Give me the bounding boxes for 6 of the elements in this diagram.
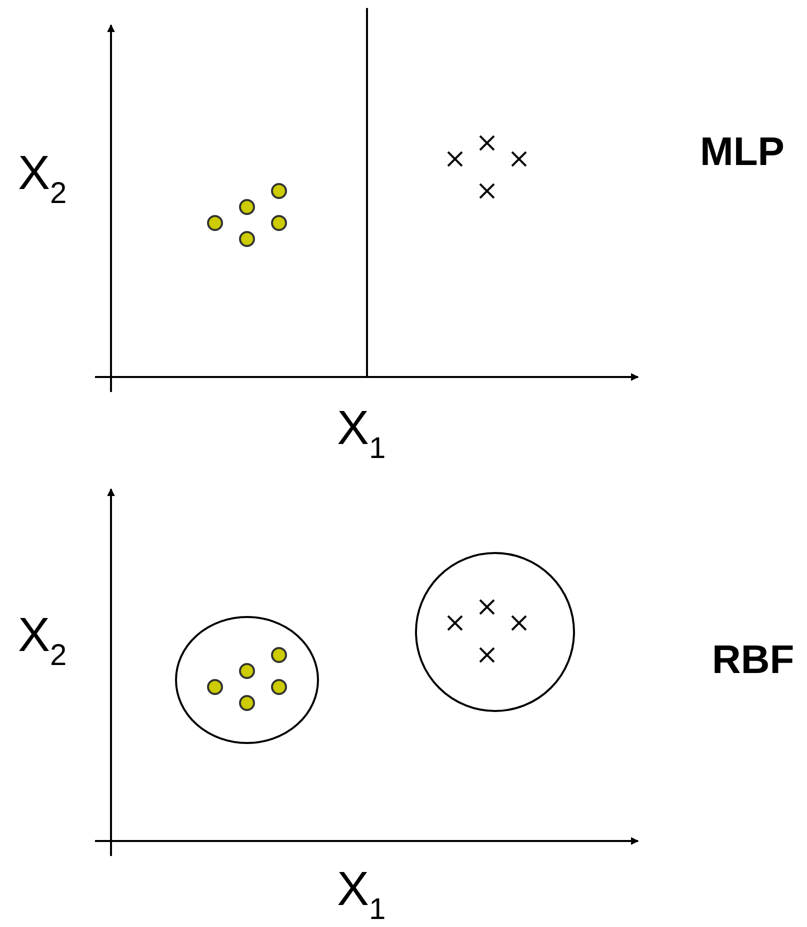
axis-label: X$_{2}$ <box>18 612 67 671</box>
axis-label: X$_{1}$ <box>337 405 386 464</box>
method-label: MLP <box>700 132 784 172</box>
method-label: RBF <box>712 640 794 680</box>
axis-label: X$_{1}$ <box>337 866 386 925</box>
axis-label: X$_{2}$ <box>18 150 67 209</box>
